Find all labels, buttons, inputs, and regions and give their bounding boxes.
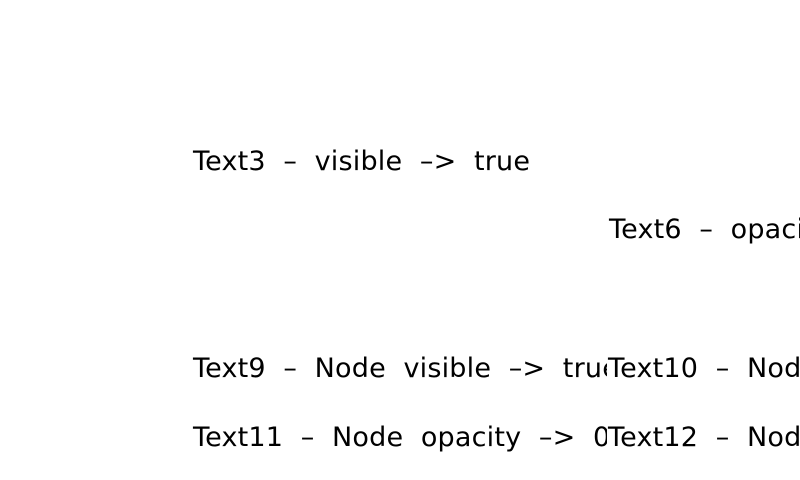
label-text9: Text9 – Node visible –> true (193, 353, 620, 384)
label-text11: Text11 – Node opacity –> 0.5 (193, 422, 637, 453)
label-text3: Text3 – visible –> true (193, 146, 531, 177)
label-text12: Text12 – Node opacity –> 1.0 (607, 421, 800, 455)
label-text10: Text10 – Node visible –> false (607, 352, 800, 386)
label-text6: Text6 – opacity –> 0.5 (609, 214, 800, 245)
